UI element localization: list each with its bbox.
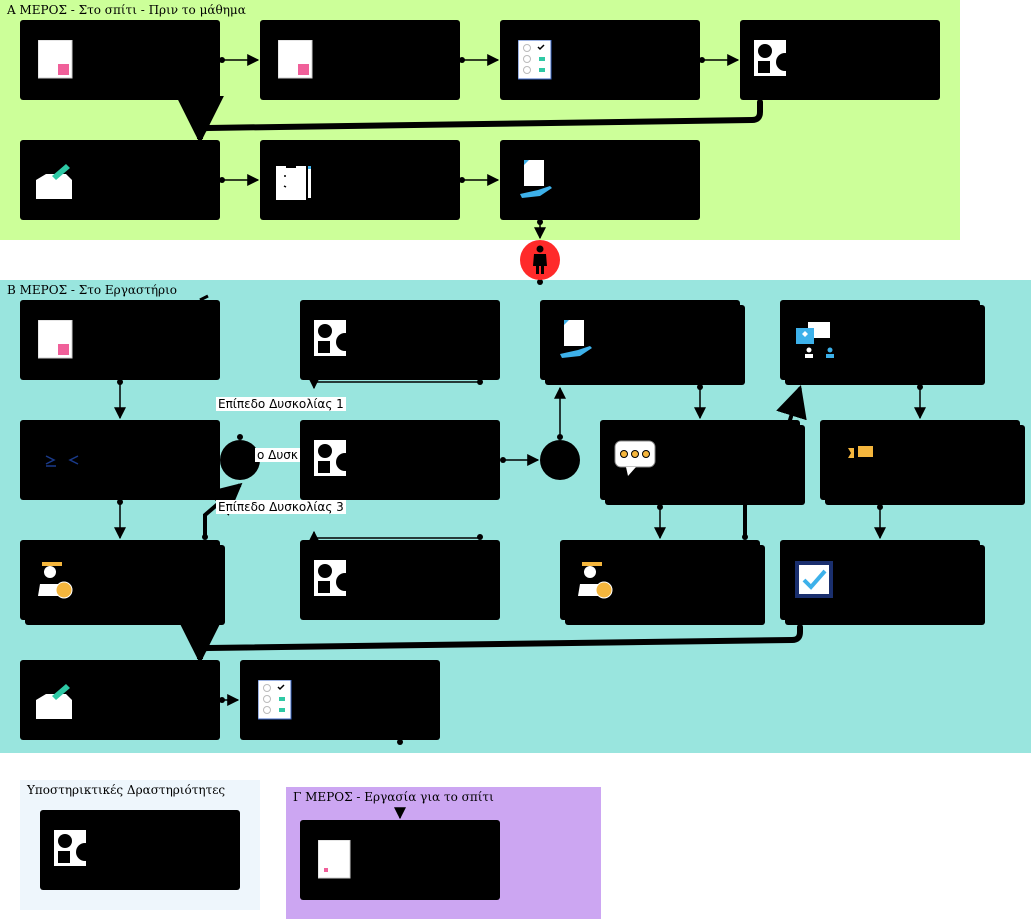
activity-card-a1[interactable] bbox=[20, 20, 220, 100]
support-activity-card[interactable] bbox=[40, 810, 240, 890]
activity-card-b2[interactable] bbox=[300, 300, 500, 380]
activity-card-a7[interactable] bbox=[500, 140, 700, 220]
shapes-icon bbox=[54, 830, 94, 866]
activity-card-a6[interactable] bbox=[260, 140, 460, 220]
activity-card-a4[interactable] bbox=[740, 20, 940, 100]
code-icon bbox=[45, 455, 79, 467]
edge-b-entry bbox=[199, 294, 209, 302]
shapes-icon bbox=[314, 320, 354, 356]
checklist-icon bbox=[258, 680, 292, 720]
merge-circle[interactable] bbox=[540, 440, 580, 480]
activity-card-a3[interactable] bbox=[500, 20, 700, 100]
activity-card-b11[interactable] bbox=[560, 540, 760, 620]
person-node[interactable] bbox=[520, 240, 560, 280]
difficulty-level-3-label: Επίπεδο Δυσκολίας 3 bbox=[216, 500, 346, 514]
shapes-icon bbox=[314, 440, 354, 476]
document-icon bbox=[318, 840, 351, 879]
activity-card-b5[interactable] bbox=[20, 420, 220, 500]
support-title: Υποστηρικτικές Δραστηριότητες bbox=[27, 783, 226, 797]
difficulty-level-2-label: ο Δυσκ bbox=[255, 448, 300, 462]
clipboard-pencil-icon bbox=[276, 162, 311, 200]
activity-card-b12[interactable] bbox=[780, 540, 980, 620]
person-icon bbox=[533, 245, 547, 274]
homework-activity-card[interactable] bbox=[300, 820, 500, 900]
activity-card-b7[interactable] bbox=[600, 420, 800, 500]
edge-b12-b13 bbox=[176, 615, 803, 664]
document-icon bbox=[38, 320, 73, 359]
activity-card-b10[interactable] bbox=[300, 540, 500, 620]
shapes-icon bbox=[314, 560, 354, 596]
inbox-upload-icon bbox=[36, 164, 72, 199]
activity-card-b4[interactable] bbox=[780, 300, 980, 380]
chat-bubble-icon bbox=[614, 440, 656, 476]
teacher-icon bbox=[38, 562, 73, 599]
checklist-icon bbox=[518, 40, 552, 80]
part-a-title: Α ΜΕΡΟΣ - Στο σπίτι - Πριν το μάθημα bbox=[7, 3, 246, 17]
hand-document-icon bbox=[520, 160, 552, 198]
activity-card-a2[interactable] bbox=[260, 20, 460, 100]
activity-card-b1[interactable] bbox=[20, 300, 220, 380]
activity-card-b14[interactable] bbox=[240, 660, 440, 740]
check-certificate-icon bbox=[795, 561, 833, 598]
edge-b9-c1 bbox=[203, 482, 243, 538]
document-icon bbox=[278, 40, 313, 79]
document-icon bbox=[38, 40, 73, 79]
activity-card-b8[interactable] bbox=[820, 420, 1020, 500]
activity-card-b13[interactable] bbox=[20, 660, 220, 740]
teacher-icon bbox=[578, 562, 613, 599]
edge-b10-c1 bbox=[308, 530, 480, 543]
part-c-title: Γ ΜΕΡΟΣ - Εργασία για το σπίτι bbox=[293, 790, 494, 804]
edge-a4-a5 bbox=[176, 95, 763, 144]
activity-card-b9[interactable] bbox=[20, 540, 220, 620]
difficulty-decision-circle[interactable] bbox=[220, 440, 260, 480]
part-b-title: Β ΜΕΡΟΣ - Στο Εργαστήριο bbox=[7, 283, 178, 297]
group-chat-icon bbox=[796, 322, 834, 358]
activity-card-b3[interactable] bbox=[540, 300, 740, 380]
tags-icon bbox=[848, 446, 873, 458]
inbox-upload-icon bbox=[36, 684, 72, 719]
edge-b2-b6 bbox=[308, 377, 480, 390]
shapes-icon bbox=[754, 40, 794, 76]
difficulty-level-1-label: Επίπεδο Δυσκολίας 1 bbox=[216, 397, 346, 411]
hand-document-icon bbox=[560, 320, 592, 358]
activity-card-b6[interactable] bbox=[300, 420, 500, 500]
activity-card-a5[interactable] bbox=[20, 140, 220, 220]
